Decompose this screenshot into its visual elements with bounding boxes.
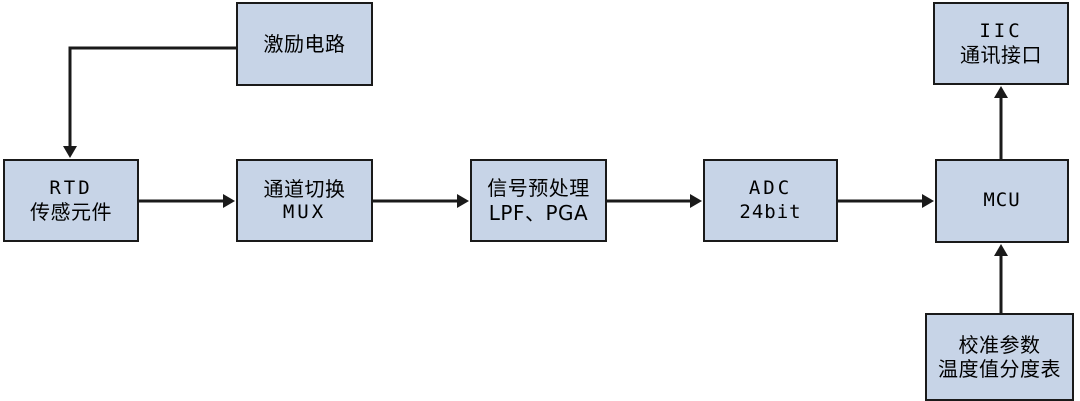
node-calibration-parameters-label-1: 校准参数 xyxy=(958,332,1041,357)
edge-excitation-to-rtd xyxy=(68,46,236,152)
node-adc[interactable]: ADC 24bit xyxy=(703,159,838,242)
node-adc-label-2: 24bit xyxy=(739,200,802,223)
node-channel-switch-mux-label-2: MUX xyxy=(282,201,327,224)
node-rtd-sensor[interactable]: RTD 传感元件 xyxy=(3,159,139,242)
node-signal-preprocessing[interactable]: 信号预处理 LPF、PGA xyxy=(470,159,607,242)
node-channel-switch-mux-label-1: 通道切换 xyxy=(263,176,346,201)
edge-adc-to-mcu-arrowhead-icon xyxy=(922,194,934,208)
node-excitation-circuit[interactable]: 激励电路 xyxy=(236,2,373,86)
node-calibration-parameters[interactable]: 校准参数 温度值分度表 xyxy=(925,313,1074,401)
edge-mcu-to-iic-arrowhead-icon xyxy=(994,86,1008,98)
node-iic-interface-label-1: IIC xyxy=(979,19,1023,42)
node-rtd-sensor-label-1: RTD xyxy=(49,176,93,199)
node-excitation-circuit-label-1: 激励电路 xyxy=(263,31,346,56)
edge-calibration-to-mcu-arrowhead-icon xyxy=(994,244,1008,256)
node-mcu-label-1: MCU xyxy=(983,189,1021,212)
edge-rtd-to-mux-arrowhead-icon xyxy=(223,194,235,208)
node-signal-preprocessing-label-1: 信号预处理 xyxy=(487,176,590,201)
node-iic-interface-label-2: 通讯接口 xyxy=(960,42,1042,67)
edge-mux-to-preprocessing-arrowhead-icon xyxy=(457,194,469,208)
node-signal-preprocessing-label-2: LPF、PGA xyxy=(488,200,589,225)
node-rtd-sensor-label-2: 传感元件 xyxy=(30,199,112,224)
edge-preprocessing-to-adc-arrowhead-icon xyxy=(690,194,702,208)
edge-excitation-to-rtd-arrowhead-icon xyxy=(63,146,77,158)
node-channel-switch-mux[interactable]: 通道切换 MUX xyxy=(236,159,373,242)
node-mcu[interactable]: MCU xyxy=(935,159,1069,243)
node-iic-interface[interactable]: IIC 通讯接口 xyxy=(933,2,1069,85)
node-adc-label-1: ADC xyxy=(748,177,793,200)
node-calibration-parameters-label-2: 温度值分度表 xyxy=(938,357,1061,381)
